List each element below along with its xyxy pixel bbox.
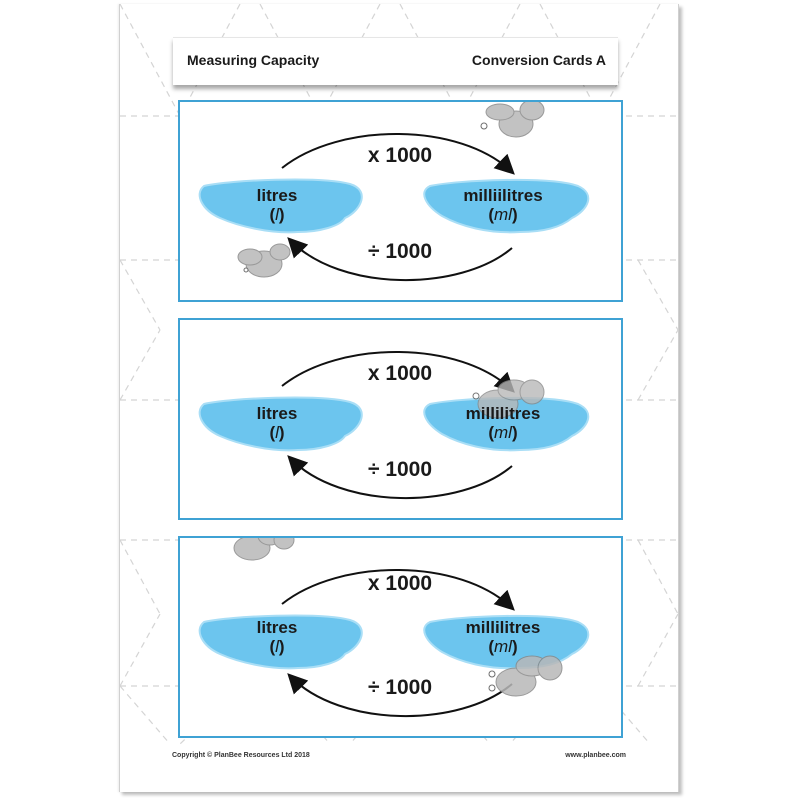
to-unit-name: milliilitres <box>463 186 543 205</box>
divide-label: ÷ 1000 <box>367 458 433 481</box>
multiply-arrow <box>281 351 515 393</box>
header-subtitle: Conversion Cards A <box>471 52 606 68</box>
to-unit-name: millilitres <box>465 618 541 637</box>
conversion-card-2: x 1000 ÷ 1000 litres (l) millilitres (ml… <box>178 318 623 520</box>
to-unit-name: millilitres <box>465 404 541 423</box>
from-unit-label: litres (l) <box>256 186 298 224</box>
to-unit-label: millilitres (ml) <box>465 404 541 442</box>
bee-icon <box>472 379 545 419</box>
divide-arrow <box>287 237 513 282</box>
water-puddle-left <box>198 178 363 234</box>
page-header: Measuring Capacity Conversion Cards A <box>173 37 618 85</box>
to-unit-abbreviation: ml <box>494 205 512 224</box>
multiply-label: x 1000 <box>367 572 433 595</box>
divide-label: ÷ 1000 <box>367 240 433 263</box>
from-unit-abbreviation: l <box>275 423 279 442</box>
to-unit-abbreviation: ml <box>494 637 512 656</box>
conversion-card-3: x 1000 ÷ 1000 litres (l) millilitres (ml… <box>178 536 623 738</box>
multiply-label: x 1000 <box>367 362 433 385</box>
from-unit-name: litres <box>256 618 298 637</box>
footer-website: www.planbee.com <box>565 752 626 759</box>
to-unit-label: millilitres (ml) <box>465 618 541 656</box>
card-artwork <box>198 351 590 500</box>
multiply-arrow <box>281 569 515 611</box>
divide-arrow <box>287 455 513 500</box>
to-unit-label: milliilitres (ml) <box>463 186 543 224</box>
card-artwork <box>198 538 590 718</box>
from-unit-abbreviation: l <box>275 205 279 224</box>
bee-icon <box>237 243 291 278</box>
from-unit-name: litres <box>256 404 298 423</box>
divide-label: ÷ 1000 <box>367 676 433 699</box>
from-unit-abbreviation: l <box>275 637 279 656</box>
to-unit-abbreviation: ml <box>494 423 512 442</box>
from-unit-label: litres (l) <box>256 404 298 442</box>
water-puddle-left <box>198 396 363 452</box>
multiply-arrow <box>281 133 515 175</box>
water-puddle-left <box>198 614 363 670</box>
divide-arrow <box>287 673 513 718</box>
footer-copyright: Copyright © PlanBee Resources Ltd 2018 <box>172 752 310 759</box>
from-unit-label: litres (l) <box>256 618 298 656</box>
bee-icon <box>488 655 563 697</box>
from-unit-name: litres <box>256 186 298 205</box>
worksheet-page: Measuring Capacity Conversion Cards A <box>119 4 679 792</box>
header-title: Measuring Capacity <box>187 52 320 68</box>
bee-icon <box>480 102 545 138</box>
water-puddle-right <box>423 178 590 234</box>
bee-icon <box>233 538 295 561</box>
multiply-label: x 1000 <box>367 144 433 167</box>
card-artwork <box>198 102 590 282</box>
conversion-card-1: x 1000 ÷ 1000 litres (l) milliilitres (m… <box>178 100 623 302</box>
